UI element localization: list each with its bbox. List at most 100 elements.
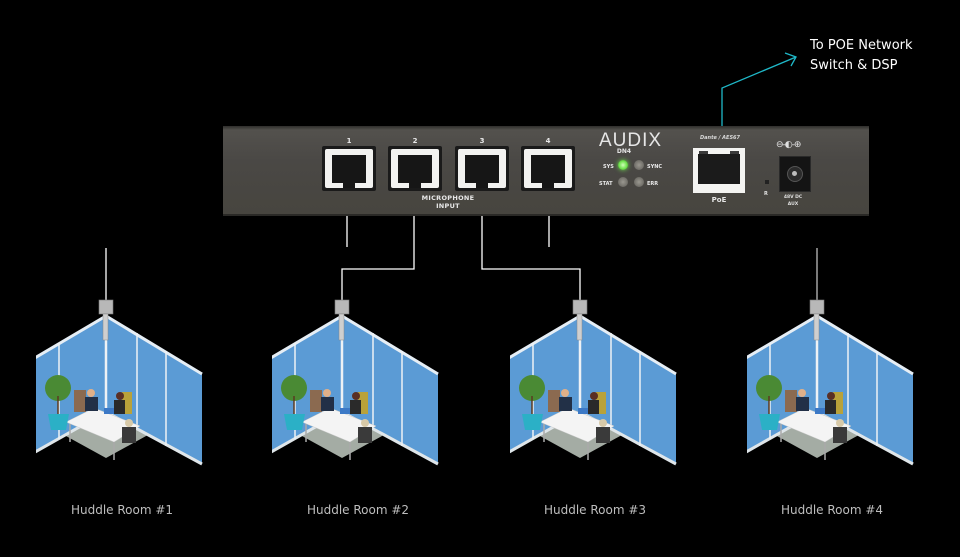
person-3-head: [599, 419, 607, 427]
person-3-body: [596, 427, 610, 443]
room-label-3: Huddle Room #3: [543, 503, 647, 517]
reset-button[interactable]: [765, 180, 769, 184]
laptop-icon: [104, 408, 114, 414]
room-label-2: Huddle Room #2: [306, 503, 410, 517]
dc-label-line-2: AUX: [787, 202, 799, 207]
person-2-body: [588, 400, 599, 414]
polarity-icon: ⊖-◐-⊕: [776, 140, 801, 150]
led-label-sys: SYS: [603, 164, 614, 170]
huddle-room-2: [272, 299, 439, 466]
mic-input-line-1: MICROPHONE: [421, 194, 475, 202]
chair-yellow: [833, 392, 843, 414]
led-sync-icon: [634, 160, 644, 170]
mic-capsule: [102, 313, 109, 341]
network-label-line-1: To POE Network: [810, 38, 913, 53]
plant-pot: [759, 414, 780, 430]
microphone-input-label: MICROPHONE INPUT: [408, 194, 488, 210]
person-1-body: [85, 397, 98, 411]
port-number-1: 1: [346, 137, 352, 145]
chair-yellow: [122, 392, 132, 414]
person-2-head: [116, 392, 124, 400]
person-2-body: [350, 400, 361, 414]
person-2-head: [352, 392, 360, 400]
ceiling-mic-icon: [98, 299, 114, 315]
chair-yellow: [596, 392, 606, 414]
person-2-body: [825, 400, 836, 414]
ceiling-mic-icon: [334, 299, 350, 315]
room-right-wall: [342, 316, 438, 464]
led-sys-icon: [618, 160, 628, 170]
person-1-head: [87, 389, 95, 397]
ceiling-mic-icon: [809, 299, 825, 315]
dc-power-jack[interactable]: [779, 156, 811, 192]
laptop-icon: [340, 408, 350, 414]
rj45-port-4[interactable]: [521, 146, 575, 191]
chair-yellow: [358, 392, 368, 414]
room-right-wall: [106, 316, 202, 464]
person-3-head: [361, 419, 369, 427]
person-3-head: [836, 419, 844, 427]
rj45-port-1[interactable]: [322, 146, 376, 191]
person-3-body: [358, 427, 372, 443]
rj45-port-2[interactable]: [388, 146, 442, 191]
huddle-room-3: [510, 299, 677, 466]
mic-capsule: [813, 313, 820, 341]
wire-port-3: [481, 190, 581, 302]
brand-logo: AUDIX: [599, 130, 663, 151]
ceiling-mic-icon: [572, 299, 588, 315]
plant-foliage: [45, 375, 71, 401]
person-2-head: [590, 392, 598, 400]
person-1-body: [321, 397, 334, 411]
plant-foliage: [519, 375, 545, 401]
mic-capsule: [576, 313, 583, 341]
chair-brown: [548, 390, 560, 412]
audix-dn4-device: 1 2 3 4 MICROPHONE INPUT AUDIX DN4 SYS S…: [223, 126, 869, 216]
led-label-stat: STAT: [599, 181, 613, 187]
led-label-err: ERR: [647, 181, 659, 187]
chair-brown: [310, 390, 322, 412]
wire-port-2: [341, 190, 415, 302]
huddle-room-4: [747, 299, 914, 466]
room-right-wall: [817, 316, 913, 464]
laptop-icon: [578, 408, 588, 414]
port-number-3: 3: [479, 137, 485, 145]
room-label-1: Huddle Room #1: [70, 503, 174, 517]
led-stat-icon: [618, 177, 628, 187]
port-number-2: 2: [412, 137, 418, 145]
person-2-head: [827, 392, 835, 400]
huddle-room-1: [36, 299, 203, 466]
network-destination-label: To POE Network Switch & DSP: [810, 36, 913, 76]
dante-aes67-label: Dante / AES67: [699, 135, 741, 141]
network-label-line-2: Switch & DSP: [810, 58, 898, 73]
person-3-body: [122, 427, 136, 443]
mic-capsule: [338, 313, 345, 341]
person-1-head: [323, 389, 331, 397]
plant-pot: [284, 414, 305, 430]
chair-brown: [74, 390, 86, 412]
poe-port[interactable]: [693, 148, 745, 193]
laptop-icon: [815, 408, 825, 414]
person-1-head: [798, 389, 806, 397]
room-label-4: Huddle Room #4: [780, 503, 884, 517]
plant-foliage: [281, 375, 307, 401]
poe-label: PoE: [711, 196, 727, 204]
plant-pot: [48, 414, 69, 430]
dc-input-label: 48V DC AUX: [771, 194, 815, 208]
model-label: DN4: [616, 148, 632, 155]
led-label-sync: SYNC: [647, 164, 663, 170]
person-3-head: [125, 419, 133, 427]
person-1-body: [559, 397, 572, 411]
port-number-4: 4: [545, 137, 551, 145]
dc-label-line-1: 48V DC: [783, 195, 803, 200]
person-1-head: [561, 389, 569, 397]
plant-pot: [522, 414, 543, 430]
room-right-wall: [580, 316, 676, 464]
person-3-body: [833, 427, 847, 443]
rj45-port-3[interactable]: [455, 146, 509, 191]
person-1-body: [796, 397, 809, 411]
person-2-body: [114, 400, 125, 414]
plant-foliage: [756, 375, 782, 401]
chair-brown: [785, 390, 797, 412]
